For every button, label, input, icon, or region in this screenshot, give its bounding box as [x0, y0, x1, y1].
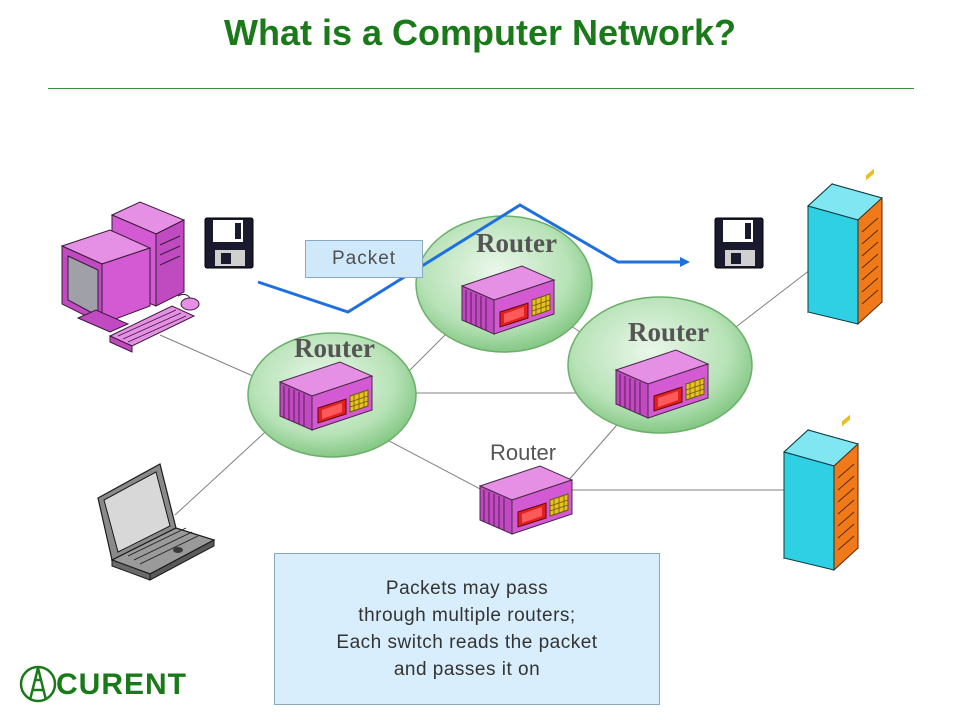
note-callout: Packets may pass through multiple router… [274, 553, 660, 705]
router-label-top: Router [476, 228, 557, 258]
router-label-right: Router [628, 317, 709, 347]
note-line: Packets may pass [385, 578, 549, 599]
packet-path [257, 203, 686, 314]
packet-label-box: Packet [305, 240, 423, 278]
floppy-disk-icon [714, 217, 764, 269]
curent-logo-text: CURENT [56, 668, 187, 701]
router-label-left: Router [294, 333, 375, 363]
router-label-bottom: Router [490, 440, 556, 465]
note-line: through multiple routers; [358, 605, 576, 626]
server-tower-icon [783, 414, 859, 571]
packet-path-arrowhead [680, 257, 690, 267]
floppy-disk-icon [204, 217, 254, 269]
note-line: and passes it on [393, 659, 541, 680]
note-line: Each switch reads the packet [336, 632, 598, 653]
page-title: What is a Computer Network? [223, 12, 737, 53]
desktop-computer-icon [60, 201, 200, 353]
curent-logo-icon [19, 665, 57, 703]
title-divider [48, 88, 914, 89]
server-tower-icon [807, 168, 883, 325]
router-icon [479, 465, 573, 535]
laptop-icon [97, 463, 216, 581]
